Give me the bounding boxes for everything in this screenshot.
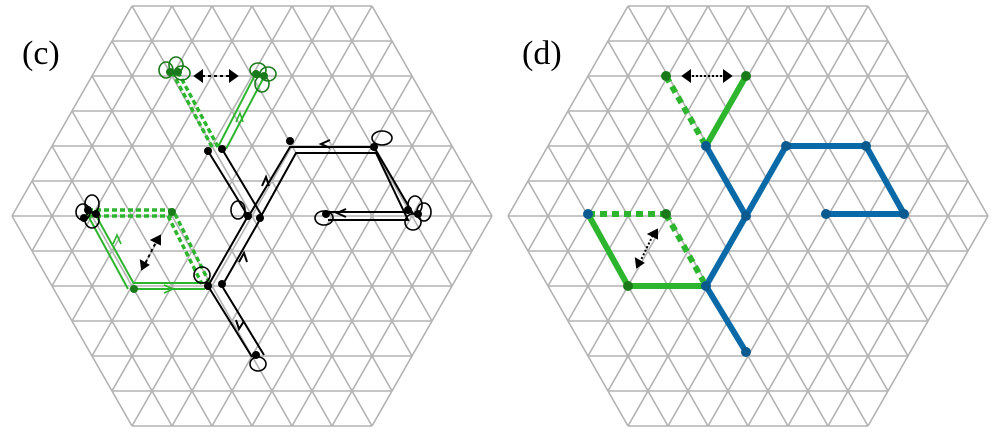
grid-line xyxy=(171,40,393,427)
grid-line xyxy=(587,5,789,357)
grid-line xyxy=(567,110,749,427)
grid-line xyxy=(71,5,253,322)
green-dashed-d xyxy=(588,74,709,288)
green-loop-left xyxy=(85,208,211,294)
nodes-black-c xyxy=(80,137,422,359)
green-loop-top xyxy=(170,71,266,150)
grid-line xyxy=(667,5,889,392)
grid-line xyxy=(707,75,909,427)
grid-line xyxy=(527,5,669,252)
grid-line xyxy=(111,40,333,427)
grid-line xyxy=(667,40,889,427)
grid-line xyxy=(331,5,473,252)
exchange-arrows-d xyxy=(634,69,733,269)
grid-line xyxy=(787,145,949,427)
grid-line xyxy=(747,110,929,427)
nodes-green-d xyxy=(623,71,751,291)
grid-line xyxy=(867,215,989,427)
grid-line xyxy=(51,5,213,287)
panel-c: (c) xyxy=(11,5,493,427)
grid-line xyxy=(251,5,433,322)
grid-line xyxy=(607,40,829,427)
nodes-blue-d xyxy=(583,141,909,357)
grid-line xyxy=(11,5,133,217)
grid-line xyxy=(111,5,333,392)
nodes-green-c xyxy=(130,68,268,293)
grid-line xyxy=(827,5,969,252)
grid-line xyxy=(91,5,293,357)
panel-d: (d) xyxy=(507,5,989,427)
grid-line xyxy=(371,215,493,427)
grid-line xyxy=(31,180,173,427)
grid-line xyxy=(547,5,709,287)
grid-line xyxy=(567,5,749,322)
grid-line xyxy=(331,180,473,427)
grid-line xyxy=(607,5,829,392)
grid-line xyxy=(827,180,969,427)
grid-line xyxy=(747,5,929,322)
grid-line xyxy=(31,5,173,252)
exchange-arrows-c xyxy=(139,69,239,271)
grid-line xyxy=(211,75,413,427)
grid-line xyxy=(291,145,453,427)
grid-line xyxy=(71,110,253,427)
grid-line xyxy=(507,5,629,217)
panel-label-d: (d) xyxy=(522,35,562,72)
grid-line xyxy=(171,5,393,392)
grid-line xyxy=(251,110,433,427)
grid-line xyxy=(527,180,669,427)
panel-label-c: (c) xyxy=(22,35,60,72)
